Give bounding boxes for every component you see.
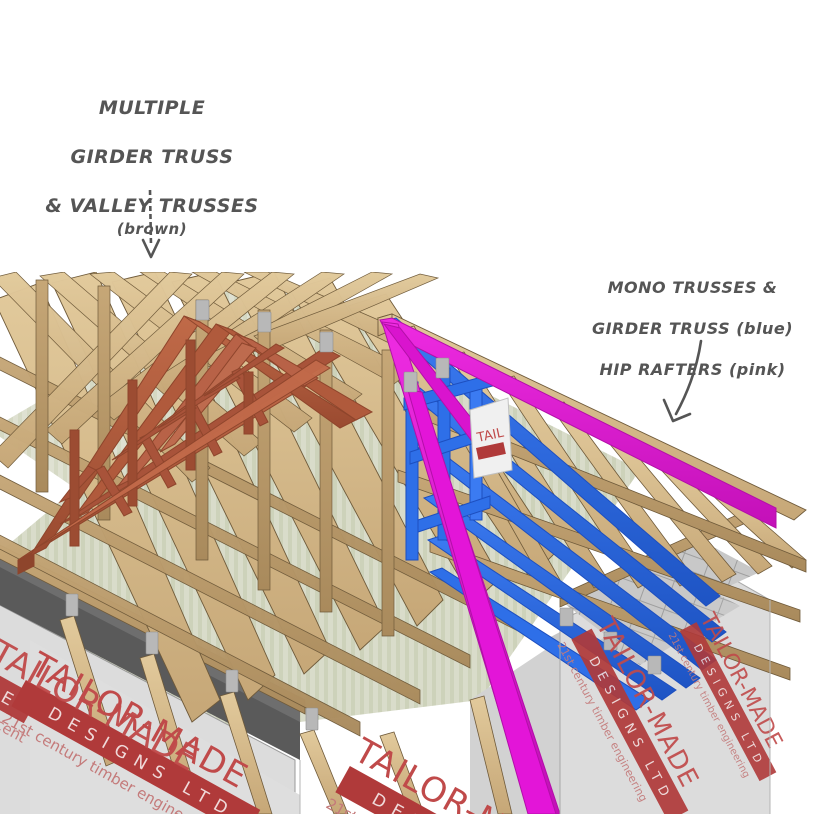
svg-text:TAIL: TAIL (475, 425, 506, 446)
annotation-left-line-1: MULTIPLE (98, 97, 206, 120)
annotation-right-line-1: MONO TRUSSES & (607, 278, 778, 298)
annotation-right: MONO TRUSSES & GIRDER TRUSS (blue) HIP R… (580, 258, 805, 381)
annotation-left-line-2: GIRDER TRUSS (70, 145, 234, 168)
annotation-right-line-3: HIP RAFTERS (pink) (599, 360, 786, 380)
annotation-left: MULTIPLE GIRDER TRUSS & VALLEY TRUSSES (… (22, 72, 282, 263)
annotation-left-line-3: & VALLEY TRUSSES (45, 194, 259, 217)
annotation-left-sub: (brown) (116, 219, 188, 238)
annotation-right-line-2: GIRDER TRUSS (blue) (591, 319, 794, 339)
